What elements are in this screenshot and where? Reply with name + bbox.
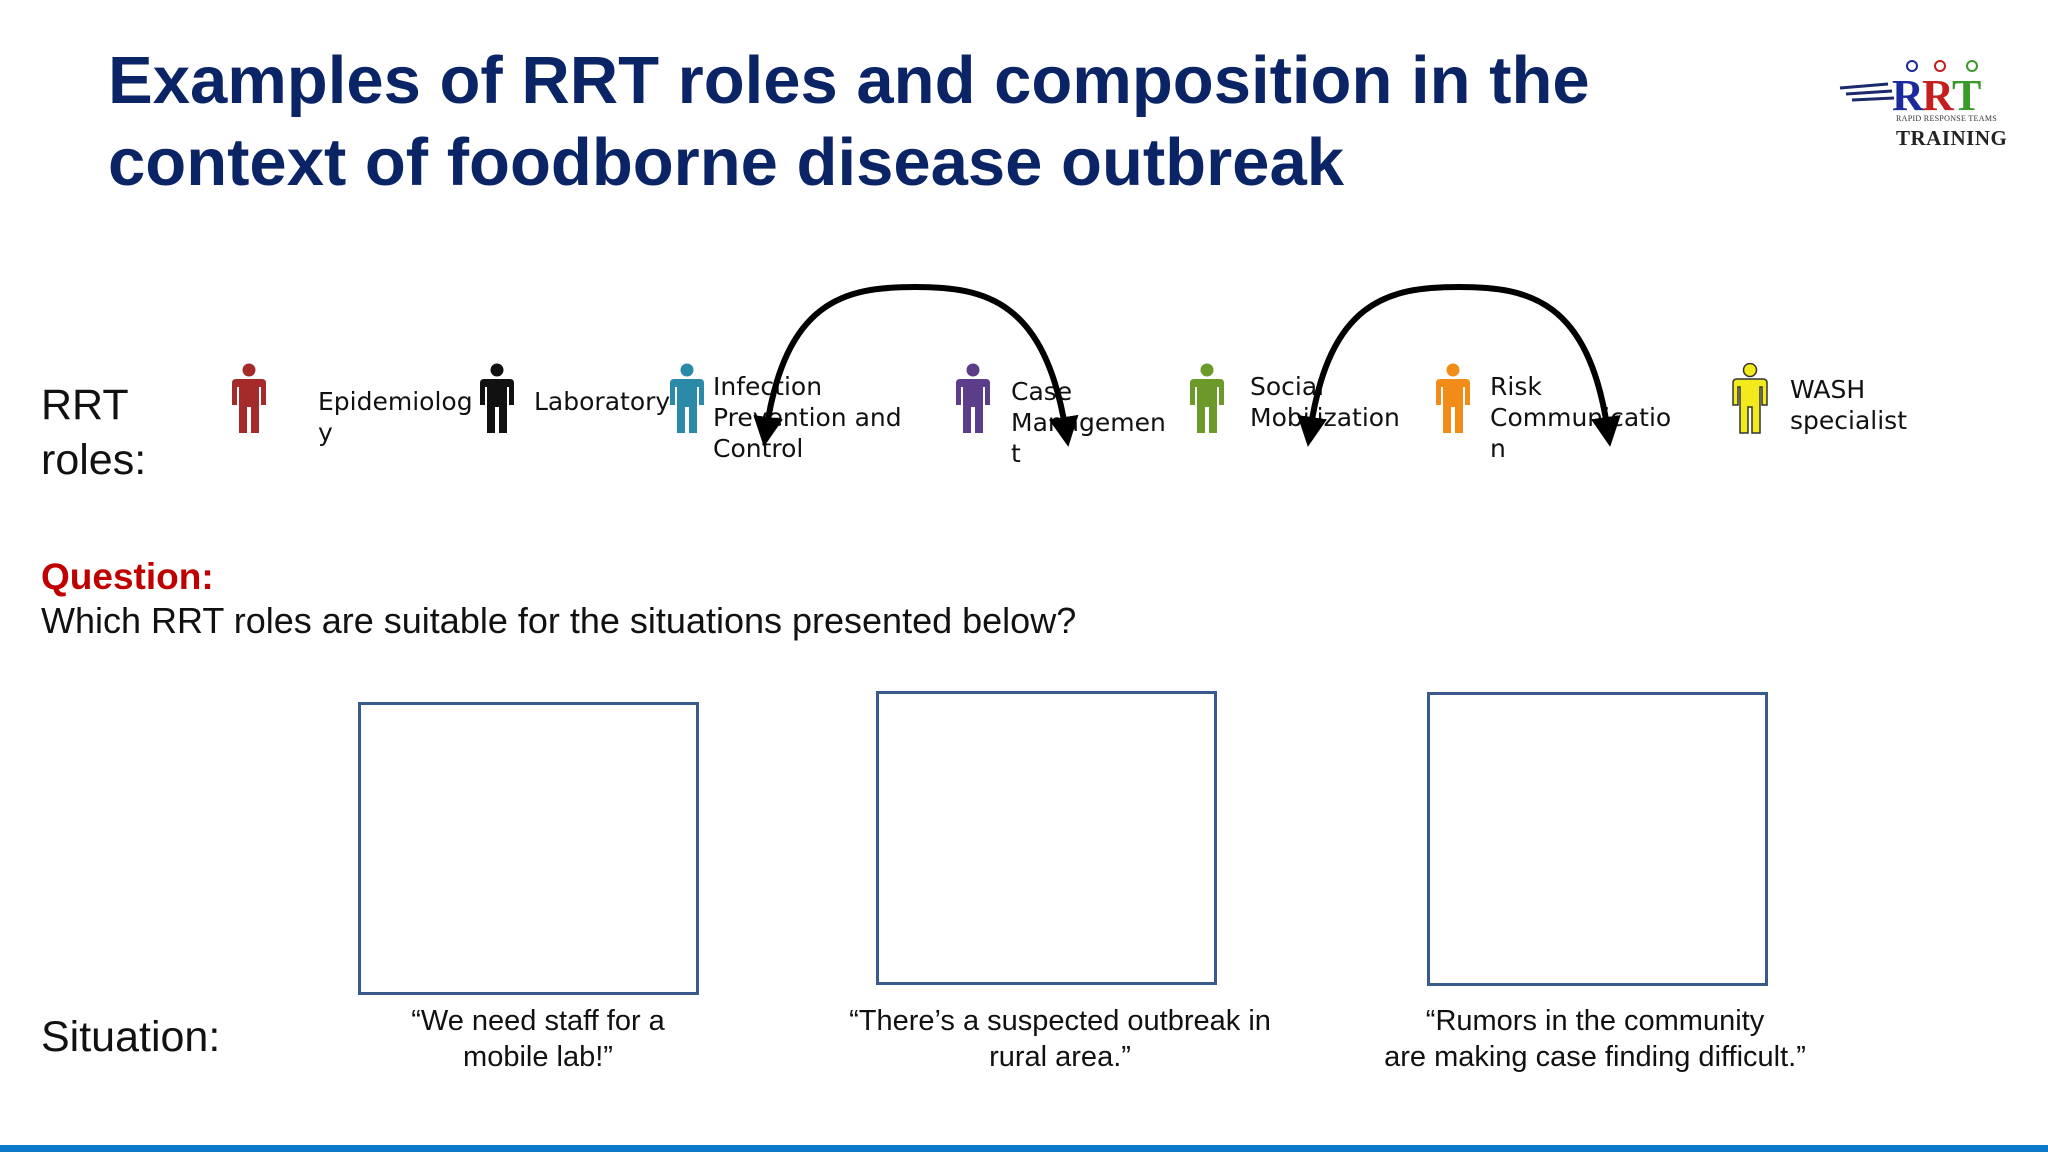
role-case-management bbox=[954, 363, 992, 440]
situation-quote-3: “Rumors in the community are making case… bbox=[1384, 1005, 1806, 1073]
answer-box-1[interactable] bbox=[358, 702, 699, 995]
rrt-logo-icon: R R T bbox=[1839, 60, 1981, 120]
role-risk-communication bbox=[1434, 363, 1472, 440]
situation-quote-1: “We need staff for a mobile lab!” bbox=[411, 1005, 665, 1073]
person-icon bbox=[956, 363, 990, 433]
person-icon bbox=[480, 363, 514, 433]
answer-box-3[interactable] bbox=[1427, 692, 1768, 986]
role-label-social-mobilization: Social Mobilization bbox=[1250, 372, 1400, 432]
role-wash-specialist bbox=[1731, 362, 1769, 440]
bottom-accent-bar bbox=[0, 1145, 2048, 1152]
person-icon bbox=[232, 363, 266, 433]
answer-box-2[interactable] bbox=[876, 691, 1217, 985]
role-label-infection-prevention: Infection Prevention and Control bbox=[713, 372, 902, 463]
rrt-roles-heading: RRT roles: bbox=[41, 381, 147, 484]
question-label: Question: bbox=[41, 556, 214, 597]
logo-text: TRAINING bbox=[1896, 126, 2008, 150]
page-title: Examples of RRT roles and composition in… bbox=[108, 43, 1590, 200]
role-infection-prevention bbox=[668, 363, 706, 440]
role-social-mobilization bbox=[1188, 363, 1226, 440]
situation-quote-2: “There’s a suspected outbreak in rural a… bbox=[849, 1005, 1271, 1073]
person-icon bbox=[1732, 362, 1768, 434]
svg-text:R: R bbox=[1922, 71, 1955, 120]
person-icon bbox=[1436, 363, 1470, 433]
role-label-case-management: Case Managemen t bbox=[1011, 377, 1166, 468]
role-label-risk-communication: Risk Communicatio n bbox=[1490, 372, 1672, 463]
person-icon bbox=[670, 363, 704, 433]
logo-subtitle: RAPID RESPONSE TEAMS bbox=[1896, 114, 1997, 123]
role-label-wash-specialist: WASH specialist bbox=[1790, 375, 1908, 435]
situation-heading: Situation: bbox=[41, 1013, 221, 1061]
rrt-training-logo: R R T RAPID RESPONSE TEAMS TRAINING bbox=[1836, 58, 2008, 158]
person-icon bbox=[1190, 363, 1224, 433]
role-label-epidemiology: Epidemiolog y bbox=[318, 387, 473, 447]
svg-text:R: R bbox=[1892, 71, 1925, 120]
question-text: Which RRT roles are suitable for the sit… bbox=[41, 600, 1077, 641]
role-epidemiology bbox=[230, 363, 268, 440]
svg-text:T: T bbox=[1952, 71, 1981, 120]
role-label-laboratory: Laboratory bbox=[534, 387, 671, 416]
role-laboratory bbox=[478, 363, 516, 440]
